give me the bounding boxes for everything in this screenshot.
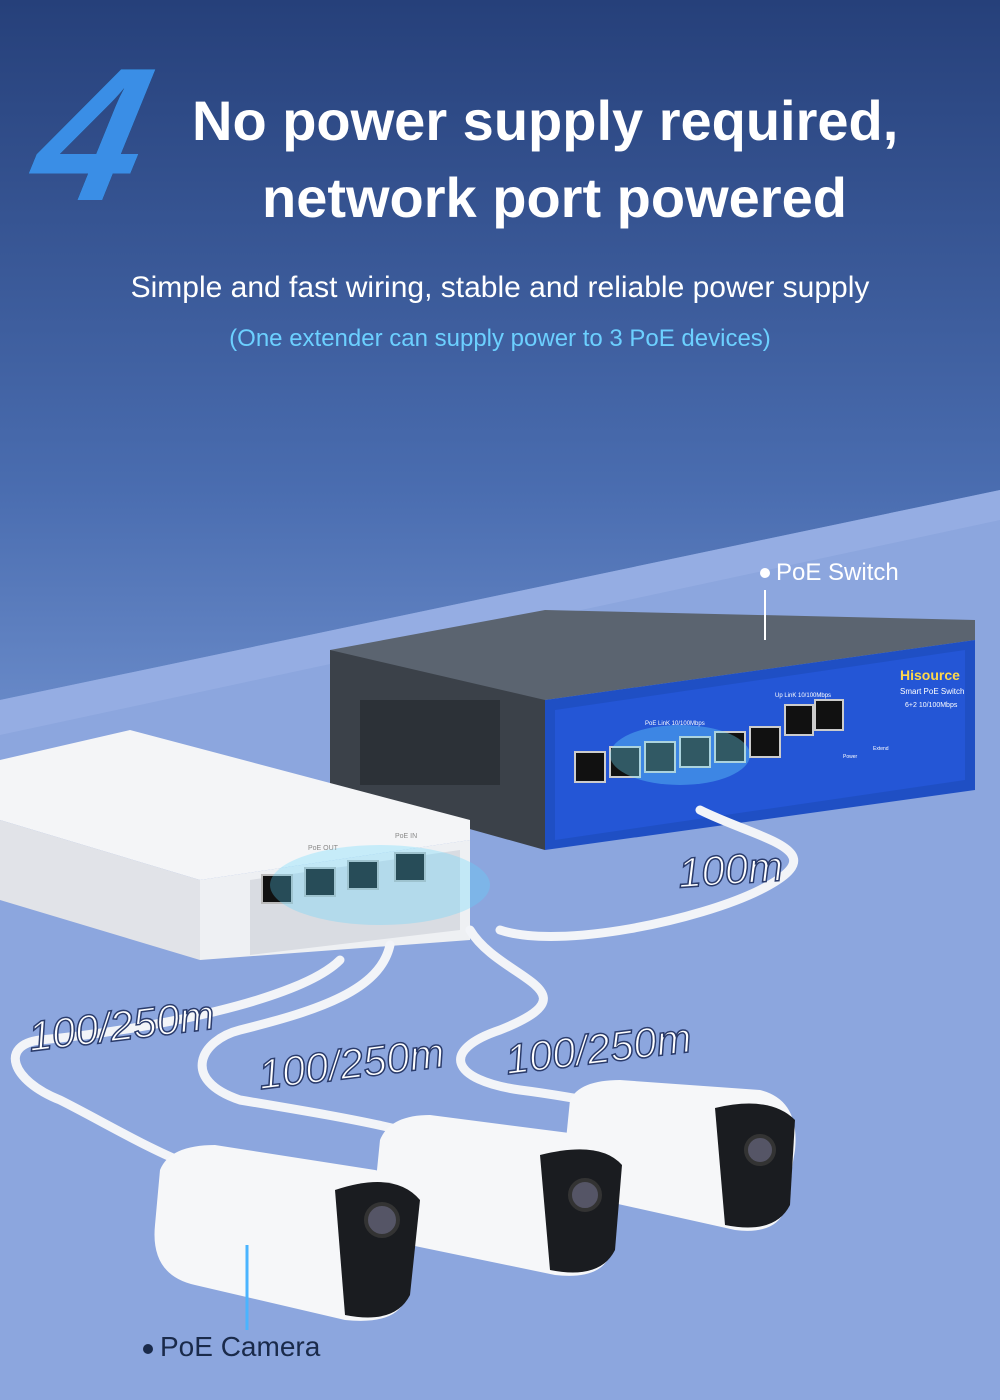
up-link-text: Up LinK 10/100Mbps (775, 693, 831, 699)
switch-ports (574, 699, 844, 783)
poe-in-text: PoE IN (395, 833, 417, 840)
switch-callout-dot (760, 568, 770, 578)
camera-2 (374, 1115, 622, 1276)
spec-text: 6+2 10/100Mbps (905, 702, 958, 709)
poe-camera-label: PoE Camera (160, 1331, 321, 1362)
power-text: Power (843, 754, 858, 760)
floor-edge (0, 490, 1000, 735)
title-line-1: No power supply required, (192, 89, 899, 152)
poe-extender (0, 730, 490, 960)
distance-switch-extender: 100m (676, 842, 786, 898)
camera-callout-dot (143, 1344, 153, 1354)
extender-ports (261, 852, 426, 904)
brand-text: Hisource (900, 667, 960, 683)
title-line-2: network port powered (262, 166, 847, 229)
energy-glow-extender (270, 845, 490, 925)
energy-glow (610, 725, 750, 785)
vent-grille (360, 700, 500, 785)
note: (One extender can supply power to 3 PoE … (229, 325, 771, 352)
extend-text: Extend (873, 746, 889, 752)
poe-link-text: PoE LinK 10/100Mbps (645, 721, 705, 727)
cables (10, 805, 799, 1170)
subtitle: Simple and fast wiring, stable and relia… (130, 271, 870, 304)
poe-out-text: PoE OUT (308, 845, 339, 852)
poe-switch-label: PoE Switch (776, 559, 899, 586)
camera-3 (564, 1080, 796, 1231)
model-text: Smart PoE Switch (900, 687, 964, 696)
camera-1 (154, 1145, 420, 1321)
